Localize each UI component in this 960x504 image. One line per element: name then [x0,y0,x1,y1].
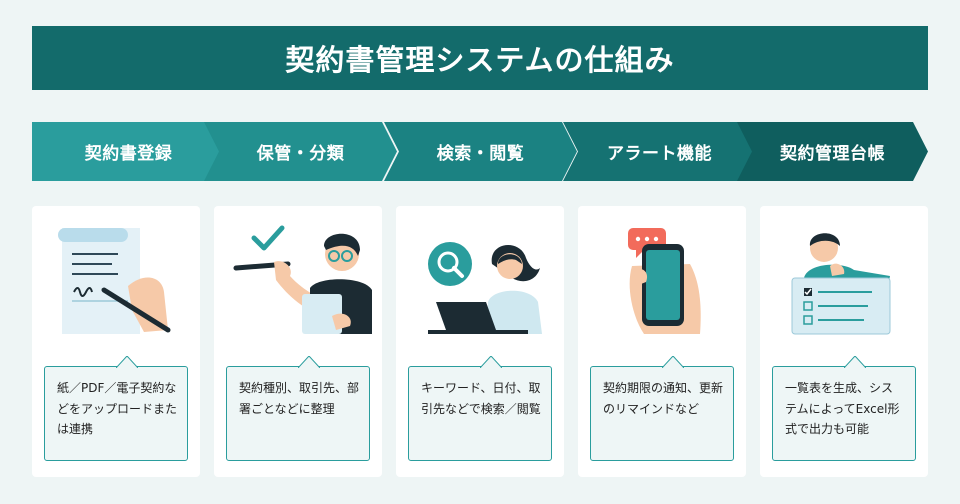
man-with-checklist-board-illustration [791,233,891,335]
step-register: 契約書登録 [32,122,225,181]
step-label: 検索・閲覧 [436,144,525,164]
bubble-pointer [480,356,502,368]
card-description-bubble: 契約種別、取引先、部署ごとなどに整理 [226,356,370,461]
step-label: 契約書登録 [84,144,173,164]
woman-searching-on-laptop-illustration [428,242,542,334]
card-description: キーワード、日付、取引先などで検索／閲覧 [421,381,541,416]
diagram-title-banner: 契約書管理システムの仕組み [32,26,928,90]
card-search-view: キーワード、日付、取引先などで検索／閲覧 [396,206,564,477]
card-description: 契約種別、取引先、部署ごとなどに整理 [239,381,360,416]
card-description-bubble: 一覧表を生成、システムによってExcel形式で出力も可能 [772,356,916,461]
step-arrow-shape [563,122,756,181]
man-writing-with-checkmark-illustration [233,225,372,334]
hand-signing-document-illustration [58,228,171,334]
card-storage-classify: 契約種別、取引先、部署ごとなどに整理 [214,206,382,477]
step-arrow-shape [737,122,928,181]
step-label: アラート機能 [607,144,712,164]
step-arrow-shape [384,122,577,181]
step-storage-classify: 保管・分類 [204,122,397,181]
bubble-pointer [116,356,138,368]
process-steps: 契約書登録 保管・分類 検索・閲覧 アラート機能 契約管理台帳 [32,122,928,181]
smartphone-notification-illustration [628,228,701,334]
card-alert: 契約期限の通知、更新のリマインドなど [578,206,746,477]
bubble-pointer [298,356,320,368]
card-description-bubble: 紙／PDF／電子契約などをアップロードまたは連携 [44,356,188,461]
diagram-title: 契約書管理システムの仕組み [285,43,675,77]
bubble-pointer [662,356,684,368]
card-description: 紙／PDF／電子契約などをアップロードまたは連携 [57,381,178,437]
step-arrow-shape [204,122,397,181]
card-description-bubble: 契約期限の通知、更新のリマインドなど [590,356,734,461]
step-label: 保管・分類 [256,144,345,164]
card-register: 紙／PDF／電子契約などをアップロードまたは連携 [32,206,200,477]
card-description-bubble: キーワード、日付、取引先などで検索／閲覧 [408,356,552,461]
step-label: 契約管理台帳 [780,144,885,164]
step-arrow-shape [32,122,225,181]
step-ledger: 契約管理台帳 [737,122,928,181]
step-search-view: 検索・閲覧 [384,122,577,181]
step-alert: アラート機能 [563,122,756,181]
bubble-pointer [844,356,866,368]
card-description: 契約期限の通知、更新のリマインドなど [603,381,724,416]
card-description: 一覧表を生成、システムによってExcel形式で出力も可能 [785,381,900,437]
card-ledger: 一覧表を生成、システムによってExcel形式で出力も可能 [760,206,928,477]
